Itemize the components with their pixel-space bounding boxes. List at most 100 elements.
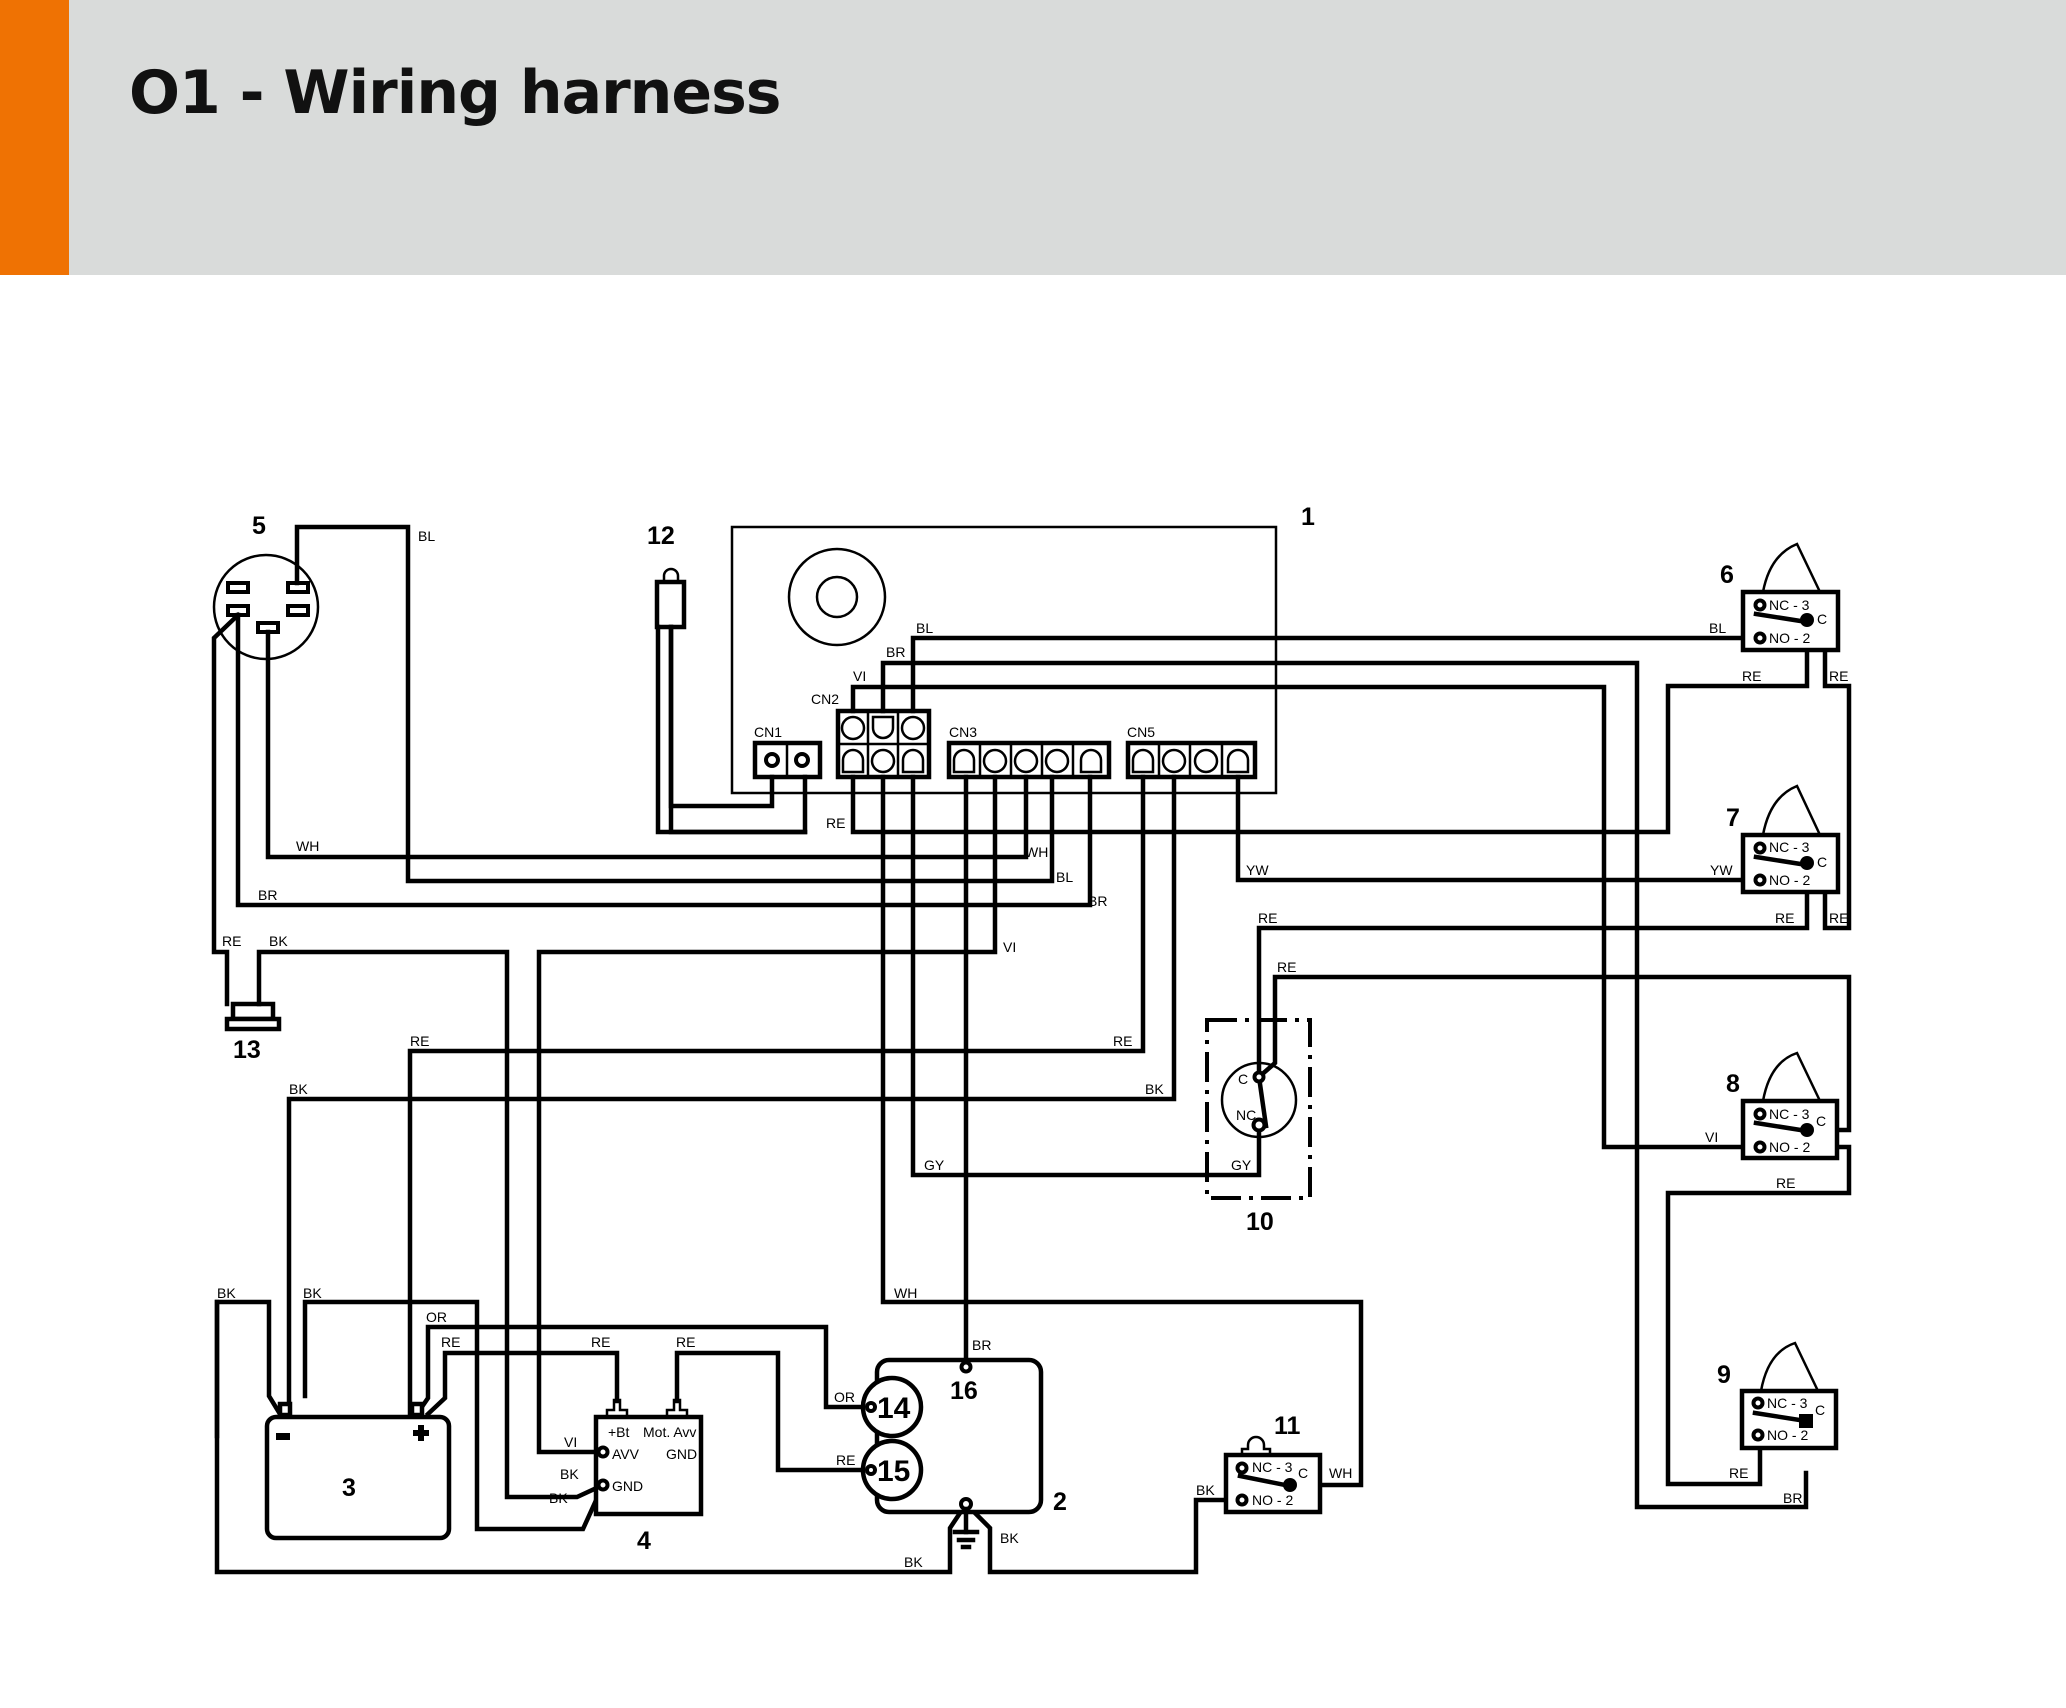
wire-bk-bat-b: [302, 1299, 606, 1532]
wire-re-13: [211, 611, 242, 1007]
wire-label: BR: [1088, 893, 1107, 909]
wire-label: RE: [826, 815, 845, 831]
module4-gnd-right-label: GND: [666, 1446, 697, 1462]
label-component-2: 2: [1053, 1488, 1067, 1516]
sw6-no-label: NO - 2: [1769, 630, 1810, 646]
label-component-12: 12: [647, 522, 675, 550]
accent-bar: [0, 0, 69, 275]
wire-label: GY: [1231, 1157, 1252, 1173]
wire-label: RE: [222, 933, 241, 949]
wire-label: RE: [410, 1033, 429, 1049]
microswitch-11: NC - 3 NO - 2 C 11: [1223, 1412, 1323, 1515]
temperature-probe: 12: [647, 522, 687, 630]
sw6-c-label: C: [1817, 611, 1827, 627]
wire-label: YW: [1246, 862, 1269, 878]
wire-vi-avv: [536, 774, 998, 1455]
wire-br-9: [880, 660, 1809, 1510]
wire-label: BL: [1709, 620, 1726, 636]
wire-label: VI: [1003, 939, 1016, 955]
wire-label: BR: [886, 644, 905, 660]
label-component-13: 13: [233, 1036, 261, 1064]
connector-cn5: CN5: [1125, 724, 1258, 780]
microswitch-9: NC - 3 NO - 2 C 9: [1717, 1341, 1839, 1451]
wire-label: BK: [289, 1081, 308, 1097]
sw9-no-label: NO - 2: [1767, 1427, 1808, 1443]
wire-bl-6: [910, 635, 1763, 714]
engine-2: 14 15 16 2: [860, 1357, 1067, 1550]
wire-label: RE: [1776, 1175, 1795, 1191]
connector-cn3: CN3: [946, 724, 1112, 780]
wire-label: BK: [904, 1554, 923, 1570]
label-component-14: 14: [877, 1392, 911, 1425]
wire-probe-c: [655, 624, 808, 835]
label-component-15: 15: [877, 1455, 910, 1488]
wire-label: OR: [426, 1309, 447, 1325]
wire-label: VI: [853, 668, 866, 684]
wire-re-cn5: [407, 774, 1146, 1440]
microswitch-6: NC - 3 NO - 2 C 6: [1720, 542, 1841, 653]
module4-avv-label: AVV: [612, 1446, 640, 1462]
wire-label: GY: [924, 1157, 945, 1173]
plug-13: 13: [224, 1001, 282, 1064]
wire-label: WH: [894, 1285, 917, 1301]
wire-bk-ground-a: [214, 1299, 970, 1575]
wire-label: RE: [1829, 910, 1848, 926]
label-component-9: 9: [1717, 1361, 1731, 1389]
label-component-4: 4: [637, 1527, 651, 1555]
label-component-3: 3: [342, 1474, 356, 1502]
wire-label: BK: [217, 1285, 236, 1301]
wire-label: RE: [1829, 668, 1848, 684]
microswitch-8: NC - 3 NO - 2 C 8: [1726, 1051, 1840, 1161]
wire-label: BK: [1196, 1482, 1215, 1498]
label-component-5: 5: [252, 512, 266, 540]
wire-label: BK: [1000, 1530, 1019, 1546]
label-component-1: 1: [1301, 503, 1315, 531]
wire-re-10a: [1256, 860, 1810, 1080]
label-component-6: 6: [1720, 561, 1734, 589]
wire-label: BK: [303, 1285, 322, 1301]
wire-label: WH: [1329, 1465, 1352, 1481]
label-component-16: 16: [950, 1377, 978, 1405]
cn1-label: CN1: [754, 724, 782, 740]
wire-vi-8: [850, 684, 1763, 1150]
wire-label: WH: [1025, 844, 1048, 860]
wire-label: BR: [972, 1337, 991, 1353]
wire-label: RE: [1277, 959, 1296, 975]
label-component-11: 11: [1274, 1412, 1301, 1440]
wire-label: RE: [591, 1334, 610, 1350]
battery-3: 3: [264, 1401, 452, 1541]
wire-bk-ground-b: [962, 1497, 1245, 1575]
board-outline: [730, 525, 1278, 795]
wire-labels: BL WH BR RE BK VI BR BL RE WH BL BR VI Y…: [217, 528, 1848, 1570]
sw11-no-label: NO - 2: [1252, 1492, 1293, 1508]
wire-re-bt: [424, 1350, 620, 1418]
wire-re-6: [850, 617, 1810, 835]
sw9-c-label: C: [1815, 1402, 1825, 1418]
wire-label: BK: [1145, 1081, 1164, 1097]
wire-label: YW: [1710, 862, 1733, 878]
microswitch-7: NC - 3 NO - 2 C 7: [1726, 784, 1841, 895]
wire-probe-a: [668, 624, 808, 835]
module4-motavv-label: Mot. Avv: [643, 1424, 696, 1440]
board-buzzer-inner: [815, 575, 859, 619]
module4-bt-label: +Bt: [608, 1424, 630, 1440]
wire-wh-5: [265, 629, 1029, 860]
sw6-nc-label: NC - 3: [1769, 597, 1810, 613]
sw7-no-label: NO - 2: [1769, 872, 1810, 888]
wire-label: BR: [1783, 1490, 1802, 1506]
wire-yw-7: [1235, 774, 1763, 883]
connector-cn1: CN1: [752, 724, 823, 780]
wire-label: VI: [564, 1434, 577, 1450]
wire-label: BL: [1056, 869, 1073, 885]
wire-label: RE: [1742, 668, 1761, 684]
wire-label: BK: [269, 933, 288, 949]
wire-label: BK: [549, 1490, 568, 1506]
wire-label: RE: [836, 1452, 855, 1468]
thermostat-10: C NC 10: [1205, 1018, 1312, 1236]
wire-label: RE: [1113, 1033, 1132, 1049]
sw7-c-label: C: [1817, 854, 1827, 870]
label-component-10: 10: [1246, 1208, 1274, 1236]
sw10-nc-label: NC: [1236, 1107, 1256, 1123]
module4-gnd-label: GND: [612, 1478, 643, 1494]
